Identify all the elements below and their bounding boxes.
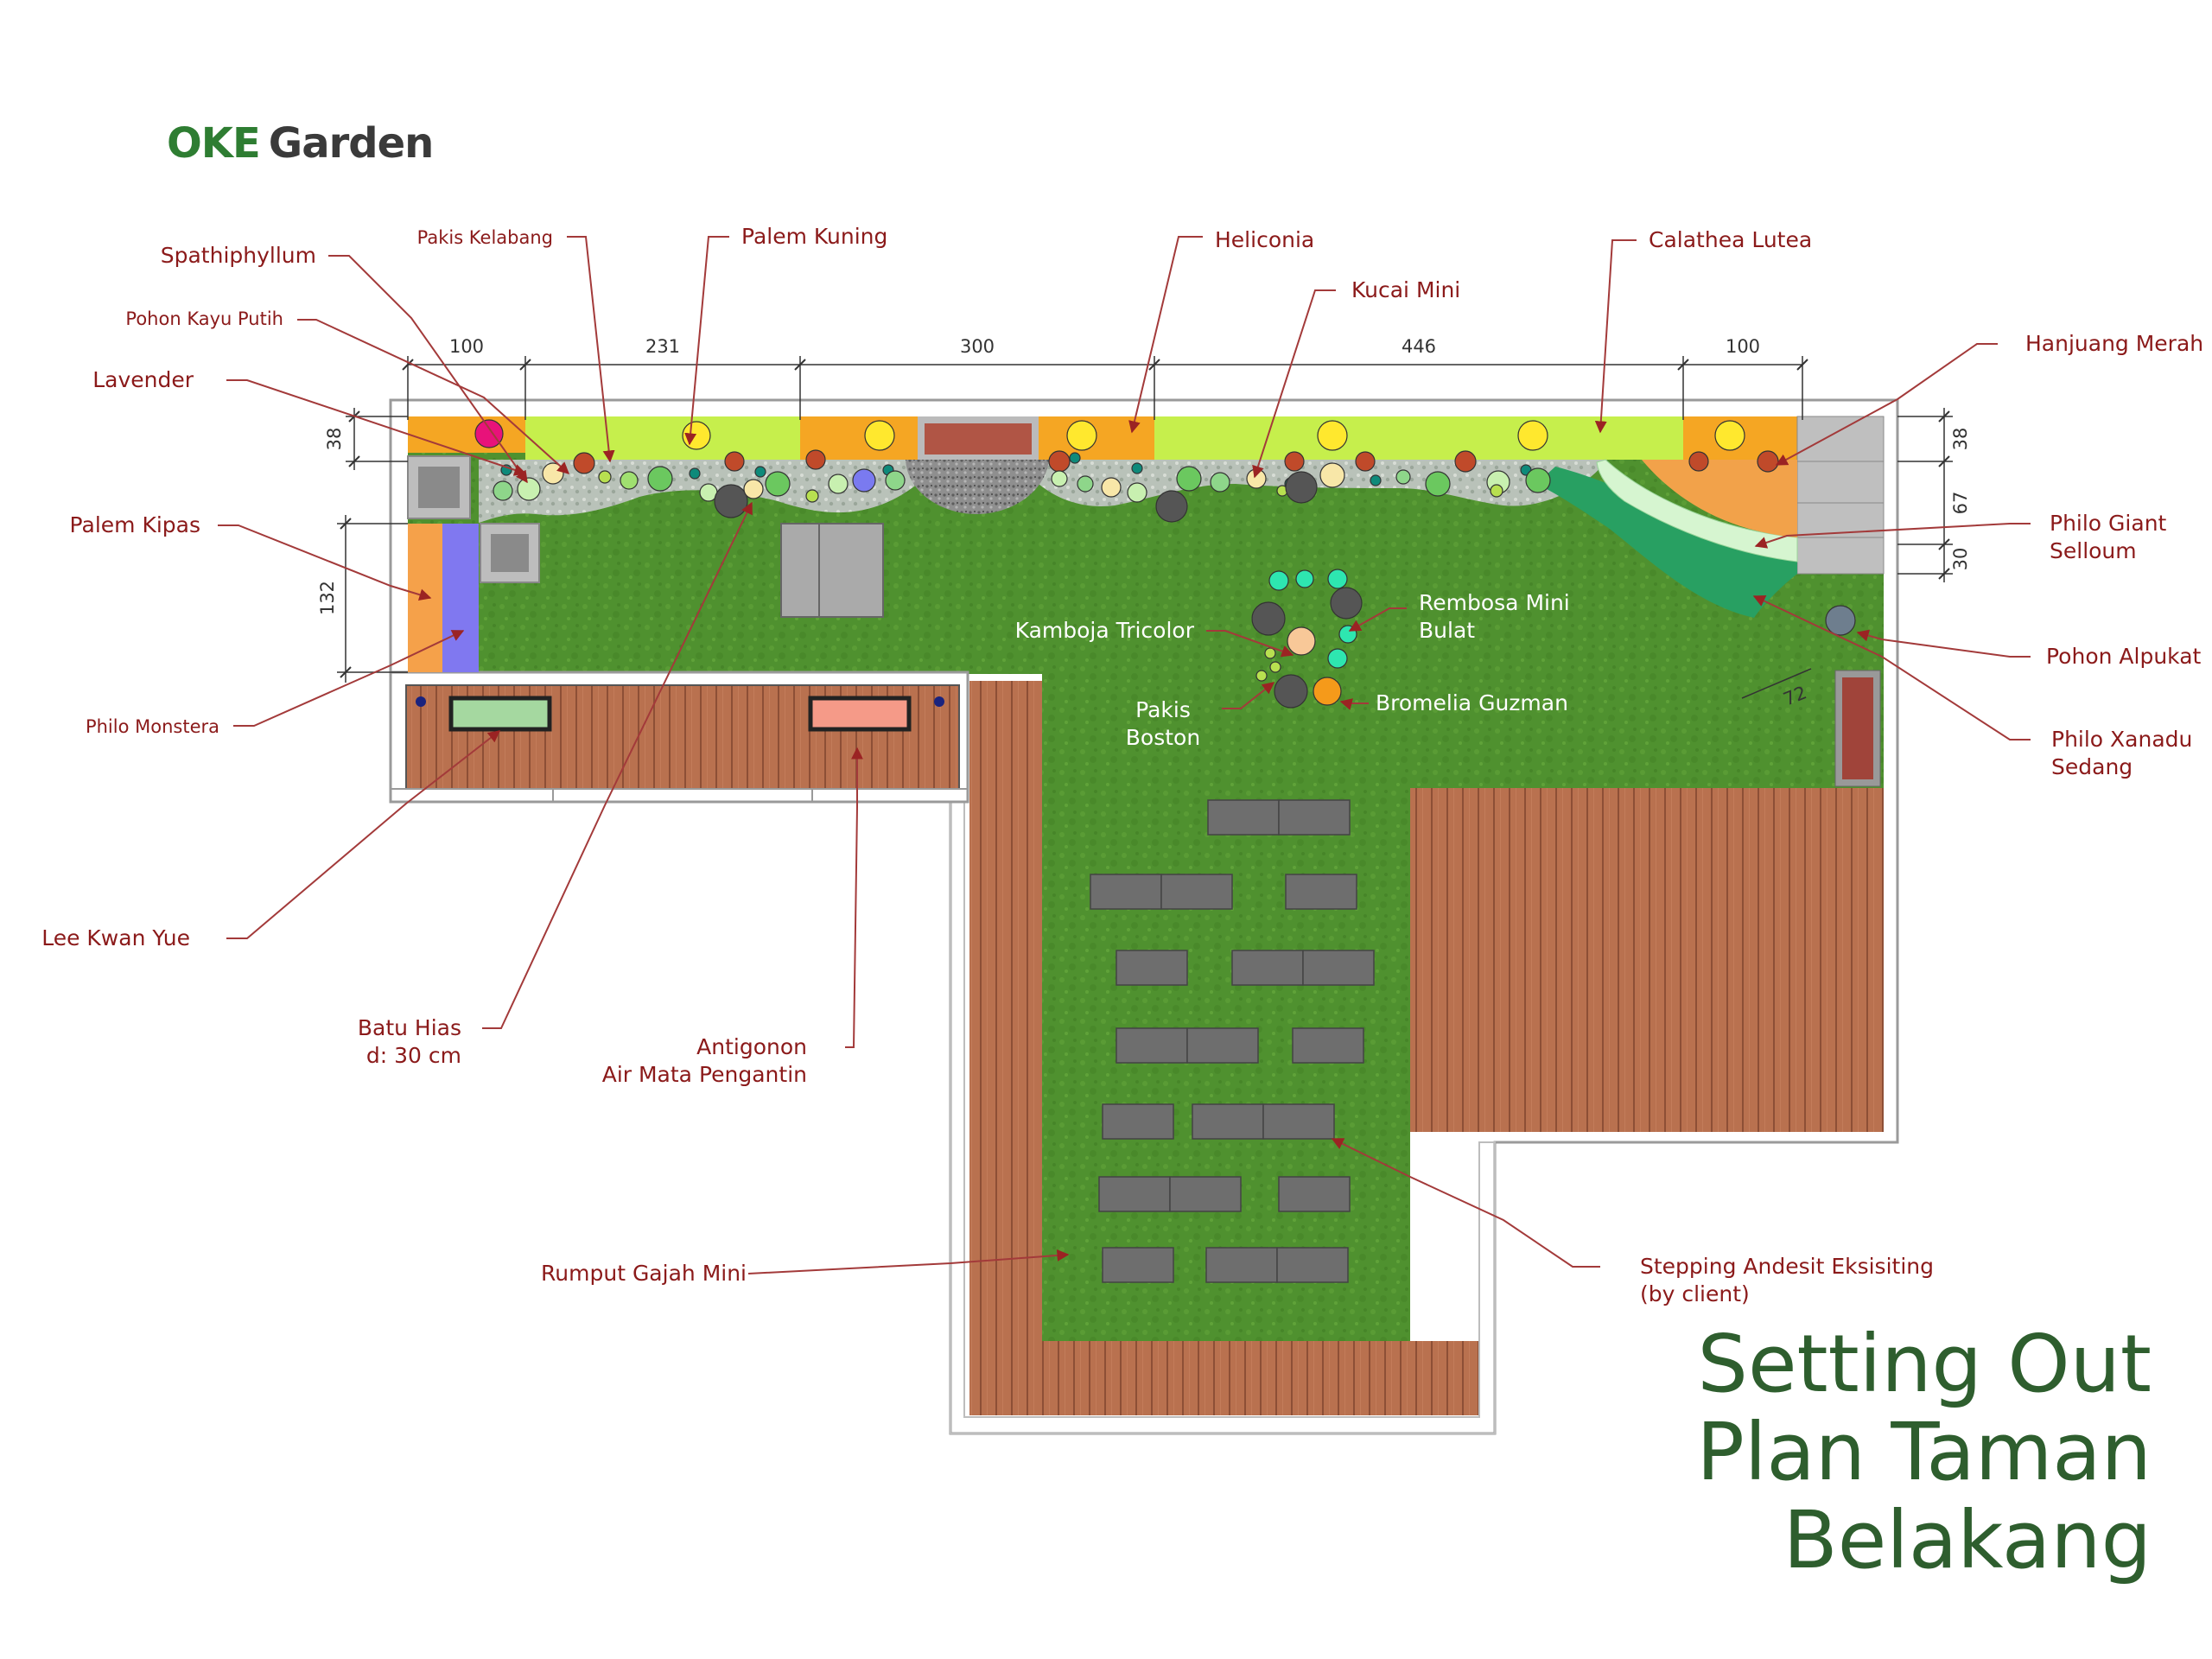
label-rumput-gajah-mini-line-0: Rumput Gajah Mini xyxy=(541,1261,747,1286)
brand-name-part2: Garden xyxy=(268,119,435,168)
label-lee-kwan-yue-line-0: Lee Kwan Yue xyxy=(41,925,190,950)
bed-hanjuang-left xyxy=(408,416,525,453)
dim-top-1: 100 xyxy=(449,336,484,357)
bed-philo-monstera xyxy=(442,524,479,672)
dimension-labels: 100 231 300 446 100 38 132 38 67 30 72 xyxy=(317,336,1971,710)
label-hanjuang-merah-line-0: Hanjuang Merah xyxy=(2025,331,2203,356)
label-pakis-kelabang: Pakis Kelabang xyxy=(417,227,553,248)
title-line-1: Setting Out xyxy=(1697,1318,2152,1410)
bed-lime-1 xyxy=(525,416,800,460)
label-batu-hias: Batu Hias d: 30 cm xyxy=(358,1015,461,1068)
label-antigonon-line-0: Antigonon xyxy=(696,1034,807,1059)
label-rumput-gajah-mini: Rumput Gajah Mini xyxy=(541,1261,747,1286)
dim-right-1: 38 xyxy=(1950,428,1971,451)
label-palem-kuning: Palem Kuning xyxy=(741,224,887,249)
dim-left-1: 38 xyxy=(324,428,345,451)
plants xyxy=(474,419,1856,709)
label-calathea-lutea-line-0: Calathea Lutea xyxy=(1649,227,1812,252)
label-philo-giant-selloum-line-0: Philo Giant xyxy=(2050,511,2167,536)
stepping-stones xyxy=(1090,799,1375,1283)
label-palem-kipas: Palem Kipas xyxy=(70,512,200,537)
label-kucai-mini-line-0: Kucai Mini xyxy=(1351,277,1460,302)
label-pakis-boston-line-0: Pakis xyxy=(1135,697,1191,722)
deck-frame xyxy=(950,680,1496,1434)
deck-bottom xyxy=(1042,1341,1480,1415)
label-philo-monstera-line-0: Philo Monstera xyxy=(86,716,219,737)
deck-left-strip xyxy=(969,681,1042,1415)
label-lavender-line-0: Lavender xyxy=(92,367,194,392)
label-pakis-kelabang-line-0: Pakis Kelabang xyxy=(417,227,553,248)
plan-title: Setting Out Plan Taman Belakang xyxy=(1696,1320,2152,1585)
label-palem-kuning-line-0: Palem Kuning xyxy=(741,224,887,249)
dim-top-5: 100 xyxy=(1726,336,1760,357)
label-rembosa-mini-bulat-line-0: Rembosa Mini xyxy=(1419,590,1570,615)
deck-right xyxy=(1410,788,1884,1132)
bed-philo-xanadu xyxy=(1536,467,1797,618)
label-palem-kipas-line-0: Palem Kipas xyxy=(70,512,200,537)
label-lavender: Lavender xyxy=(92,367,194,392)
label-bromelia-guzman: Bromelia Guzman xyxy=(1376,690,1568,715)
dim-right-3: 30 xyxy=(1950,548,1971,571)
label-philo-monstera: Philo Monstera xyxy=(86,716,219,737)
bed-hanjuang-right xyxy=(1642,460,1797,537)
label-pohon-alpukat: Pohon Alpukat xyxy=(2046,644,2202,669)
title-line-2: Plan Taman xyxy=(1696,1406,2152,1498)
label-heliconia: Heliconia xyxy=(1215,227,1314,252)
label-antigonon-line-1: Air Mata Pengantin xyxy=(602,1062,807,1087)
bed-palem-kipas xyxy=(408,524,442,672)
gravel-patch xyxy=(906,460,1049,514)
label-pohon-kayu-putih: Pohon Kayu Putih xyxy=(125,308,283,329)
label-batu-hias-line-0: Batu Hias xyxy=(358,1015,461,1040)
title-line-3: Belakang xyxy=(1783,1494,2152,1586)
label-stepping-andesit-line-1: (by client) xyxy=(1640,1281,1750,1306)
label-pohon-alpukat-line-0: Pohon Alpukat xyxy=(2046,644,2202,669)
pebble-band xyxy=(479,460,918,523)
bed-philo-giant xyxy=(1596,459,1798,563)
label-stepping-andesit-line-0: Stepping Andesit Eksisiting xyxy=(1640,1254,1934,1279)
label-philo-giant-selloum-line-1: Selloum xyxy=(2050,538,2137,563)
label-lee-kwan-yue: Lee Kwan Yue xyxy=(41,925,190,950)
label-philo-xanadu-sedang-line-0: Philo Xanadu xyxy=(2051,727,2192,752)
label-batu-hias-line-1: d: 30 cm xyxy=(366,1043,461,1068)
label-spathiphyllum: Spathiphyllum xyxy=(161,243,316,268)
label-stepping-andesit: Stepping Andesit Eksisiting(by client) xyxy=(1640,1254,1934,1306)
planter-lee-kwan-yue xyxy=(448,696,552,732)
leader-lines xyxy=(218,236,2031,1274)
label-kucai-mini: Kucai Mini xyxy=(1351,277,1460,302)
bed-lime-2 xyxy=(1154,416,1683,460)
planter-antigonon xyxy=(808,696,912,732)
dim-right-2: 67 xyxy=(1950,492,1971,515)
dim-top-2: 231 xyxy=(645,336,680,357)
label-pakis-boston-line-1: Boston xyxy=(1126,725,1200,750)
label-spathiphyllum-line-0: Spathiphyllum xyxy=(161,243,316,268)
label-bromelia-guzman-line-0: Bromelia Guzman xyxy=(1376,690,1568,715)
label-kamboja-tricolor: Kamboja Tricolor xyxy=(1015,618,1195,643)
dim-top-3: 300 xyxy=(960,336,995,357)
brand-name-part1: OKE xyxy=(167,119,261,168)
label-kamboja-tricolor-line-0: Kamboja Tricolor xyxy=(1015,618,1195,643)
label-pohon-kayu-putih-line-0: Pohon Kayu Putih xyxy=(125,308,283,329)
label-heliconia-line-0: Heliconia xyxy=(1215,227,1314,252)
label-calathea-lutea: Calathea Lutea xyxy=(1649,227,1812,252)
dim-left-2: 132 xyxy=(317,581,338,615)
label-hanjuang-merah: Hanjuang Merah xyxy=(2025,331,2203,356)
label-philo-xanadu-sedang-line-1: Sedang xyxy=(2051,754,2133,779)
label-rembosa-mini-bulat-line-1: Bulat xyxy=(1419,618,1475,643)
dim-top-4: 446 xyxy=(1402,336,1436,357)
